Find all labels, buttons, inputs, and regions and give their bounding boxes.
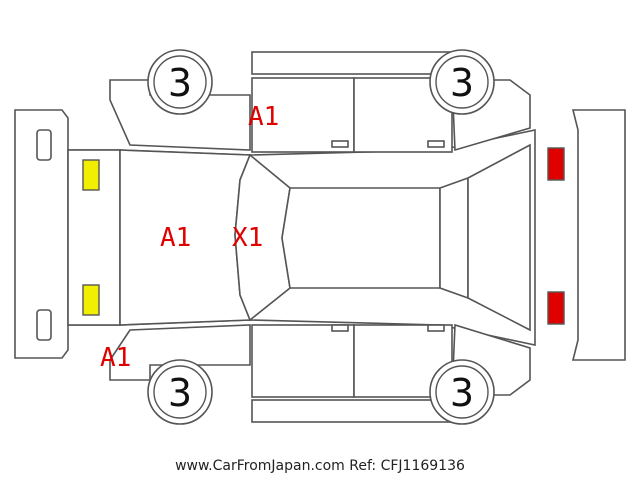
tire-rear-right: 3 — [429, 359, 495, 425]
rear-lamp-top — [547, 147, 565, 181]
front-bumper — [14, 109, 69, 359]
rear-lamp-bottom — [547, 291, 565, 325]
tire-label-rear-left: 3 — [168, 371, 192, 415]
damage-mark-door-top: A1 — [248, 102, 279, 132]
tire-label-rear-right: 3 — [450, 371, 474, 415]
tire-front-left: 3 — [147, 49, 213, 115]
tire-front-right: 3 — [147, 359, 213, 425]
damage-mark-front-bumper: A1 — [100, 343, 131, 373]
damage-mark-hood: A1 — [160, 223, 191, 253]
watermark-text: www.CarFromJapan.com Ref: CFJ1169136 — [175, 458, 465, 474]
tire-rear-left: 3 — [429, 49, 495, 115]
tire-label-front-right: 3 — [450, 61, 474, 105]
front-lamp-top — [82, 159, 100, 191]
tire-label-front-left: 3 — [168, 61, 192, 105]
car-body — [67, 129, 536, 346]
damage-mark-windshield: X1 — [232, 223, 263, 253]
front-lamp-bottom — [82, 284, 100, 316]
rear-bumper — [571, 109, 626, 361]
